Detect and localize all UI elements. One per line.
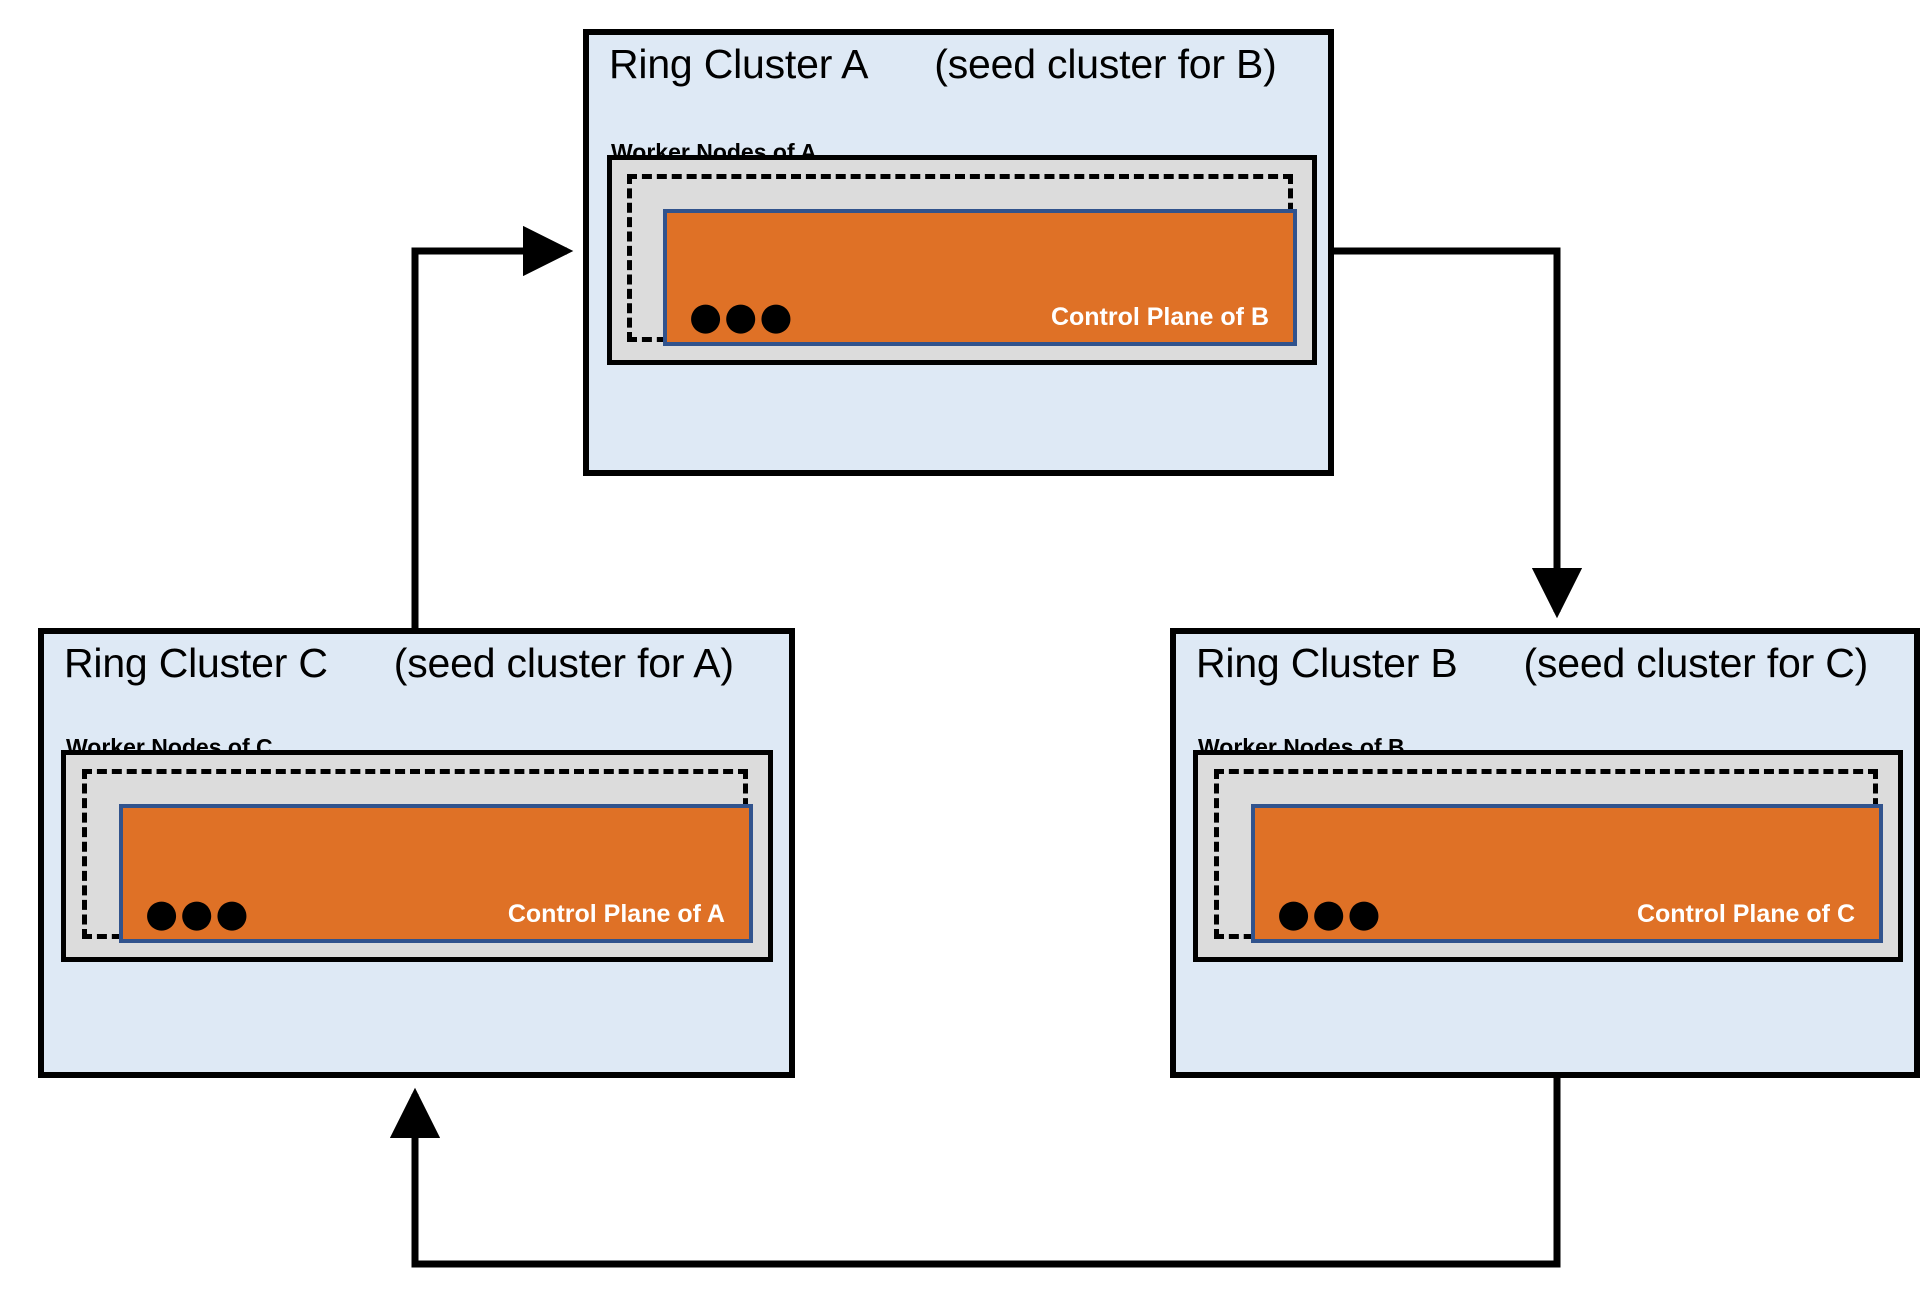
cluster-a-worker-node-dashed-boundary: ●●● Control Plane of B bbox=[627, 174, 1297, 346]
cluster-a-seed-note: (seed cluster for B) bbox=[934, 41, 1277, 87]
cluster-b-control-plane-box[interactable]: ●●● Control Plane of C bbox=[1251, 804, 1883, 943]
cluster-box-c[interactable]: Ring Cluster C(seed cluster for A) Worke… bbox=[38, 628, 795, 1078]
cluster-a-title: Ring Cluster A (seed cluster for B) bbox=[609, 41, 1277, 88]
cluster-box-b[interactable]: Ring Cluster B(seed cluster for C) Worke… bbox=[1170, 628, 1920, 1078]
cluster-c-ellipsis-icon: ●●● bbox=[145, 891, 251, 936]
arrow-a-to-b bbox=[1334, 247, 1583, 619]
arrow-c-to-a bbox=[411, 225, 574, 628]
cluster-c-seed-note: (seed cluster for A) bbox=[393, 640, 734, 686]
cluster-c-title: Ring Cluster C (seed cluster for A) bbox=[64, 640, 734, 687]
cluster-c-name: Ring Cluster C bbox=[64, 640, 328, 686]
cluster-a-ellipsis-icon: ●●● bbox=[689, 294, 795, 339]
cluster-a-control-plane-box[interactable]: ●●● Control Plane of B bbox=[663, 209, 1297, 346]
cluster-b-worker-node-dashed-boundary: ●●● Control Plane of C bbox=[1214, 769, 1883, 943]
cluster-c-control-plane-label: Control Plane of A bbox=[507, 900, 725, 928]
cluster-b-ellipsis-icon: ●●● bbox=[1277, 891, 1383, 936]
cluster-c-worker-node-group[interactable]: ●●● Control Plane of A bbox=[61, 750, 773, 962]
arrow-b-to-c bbox=[389, 1078, 1561, 1268]
cluster-a-worker-node-group[interactable]: ●●● Control Plane of B bbox=[607, 155, 1317, 365]
cluster-b-worker-node-group[interactable]: ●●● Control Plane of C bbox=[1193, 750, 1903, 962]
cluster-b-title: Ring Cluster B (seed cluster for C) bbox=[1196, 640, 1868, 687]
cluster-box-a[interactable]: Ring Cluster A(seed cluster for B) Worke… bbox=[583, 29, 1334, 476]
cluster-b-name: Ring Cluster B bbox=[1196, 640, 1458, 686]
cluster-b-control-plane-label: Control Plane of C bbox=[1636, 900, 1855, 928]
cluster-c-control-plane-box[interactable]: ●●● Control Plane of A bbox=[119, 804, 753, 943]
cluster-c-worker-node-dashed-boundary: ●●● Control Plane of A bbox=[82, 769, 753, 943]
cluster-a-control-plane-label: Control Plane of B bbox=[1050, 303, 1269, 331]
cluster-b-seed-note: (seed cluster for C) bbox=[1523, 640, 1869, 686]
cluster-a-name: Ring Cluster A bbox=[609, 41, 869, 87]
